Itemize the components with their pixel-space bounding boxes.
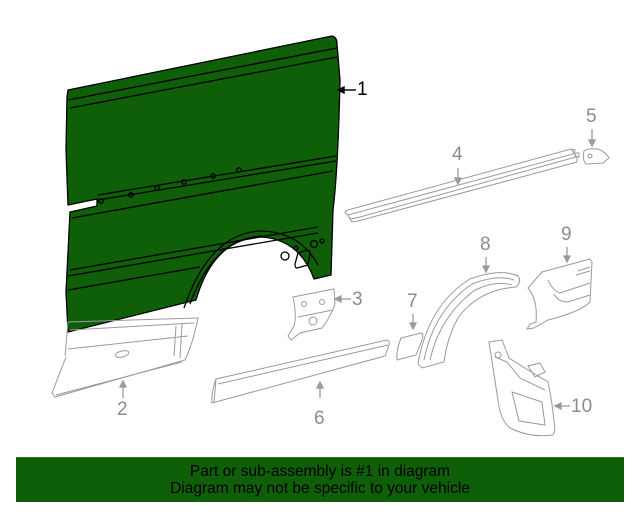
callout-label-3[interactable]: 3 [352,289,363,310]
callout-2-arrow [118,379,128,398]
callout-label-4[interactable]: 4 [452,144,463,165]
callout-label-2[interactable]: 2 [117,399,128,420]
callout-label-7[interactable]: 7 [407,291,418,312]
callout-6-arrow [315,380,325,398]
info-banner: Part or sub-assembly is #1 in diagram Di… [16,457,624,502]
callout-label-6[interactable]: 6 [314,408,325,429]
callout-3-arrow [333,294,351,304]
part-5-end-cap[interactable] [582,148,610,165]
part-9-rear-molding[interactable] [526,258,593,330]
banner-line-disclaimer: Diagram may not be specific to your vehi… [170,480,470,497]
callout-label-8[interactable]: 8 [480,234,491,255]
callout-7-arrow [408,314,418,331]
callout-8-arrow [481,257,491,274]
part-1-side-panel[interactable] [65,35,341,333]
callout-4-arrow [453,168,463,186]
part-8-wheel-flare[interactable] [417,272,521,369]
callout-label-1[interactable]: 1 [357,79,368,100]
callout-label-9[interactable]: 9 [561,224,572,245]
callout-10-arrow [553,401,570,411]
callout-label-5[interactable]: 5 [586,106,597,127]
part-4-track-rail[interactable] [344,148,580,223]
part-3-bracket[interactable] [287,288,336,341]
callout-5-arrow [587,129,597,148]
callout-1-arrow [336,85,356,95]
part-2-lower-molding[interactable] [51,317,199,398]
part-6-side-molding[interactable] [211,339,390,404]
callout-9-arrow [562,247,572,264]
part-10-mud-flap[interactable] [488,339,556,437]
part-7-small-molding[interactable] [396,332,424,361]
banner-line-part-number: Part or sub-assembly is #1 in diagram [189,463,451,480]
callout-label-10[interactable]: 10 [571,396,593,417]
